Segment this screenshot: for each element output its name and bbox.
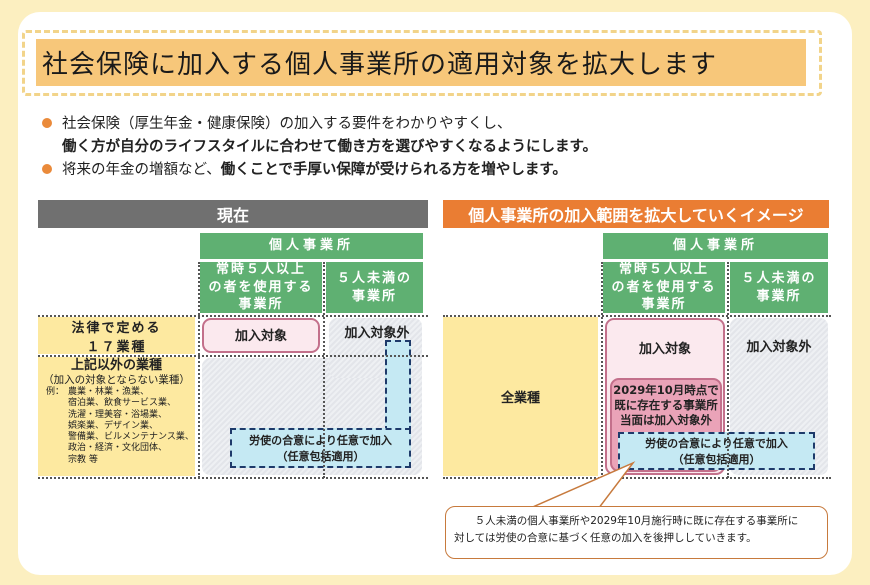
divider: [38, 315, 428, 317]
text: 事業所: [756, 288, 802, 304]
example: 政治・経済・文化団体、: [68, 443, 168, 454]
current-voluntary-box: 労使の合意により任意で加入 （任意包括適用）: [230, 428, 411, 468]
text: 労使の合意により任意で加入: [249, 434, 392, 447]
text: の者を使用する: [611, 279, 717, 295]
example: 農業・林業・漁業、: [68, 387, 150, 398]
text: 常時５人以上: [215, 262, 306, 278]
divider: [198, 262, 200, 478]
text: 2029年10月時点で: [613, 383, 719, 397]
bullet-2: 将来の年金の増額など、働くことで手厚い保障が受けられる方を増やします。: [62, 158, 567, 179]
future-row-all: 全業種: [443, 317, 598, 476]
current-header: 現在: [38, 200, 428, 228]
future-group-header: 個人事業所: [603, 233, 828, 259]
example-label: 例：: [46, 387, 65, 398]
current-row-17: 法律で定める １７業種: [38, 317, 195, 355]
text: 法律で定める: [71, 320, 162, 336]
title-frame: [22, 30, 822, 96]
text: 事業所: [351, 288, 397, 304]
examples: 例： 農業・林業・漁業、 宿泊業、飲食サービス業、 洗濯・理美容・浴場業、 娯楽…: [38, 387, 195, 466]
text: ５人未満の: [336, 270, 412, 286]
bullet-2-normal: 将来の年金の増額など、: [62, 162, 221, 178]
future-col-5plus: 常時５人以上の者を使用する事業所: [603, 262, 725, 313]
example: 宿泊業、飲食サービス業、: [68, 398, 177, 409]
text: 対しては労使の合意に基づく任意の加入を後押ししていきます。: [454, 531, 757, 544]
current-group-header: 個人事業所: [200, 233, 423, 259]
text: 事業所: [641, 297, 687, 313]
example: 警備業、ビルメンテナンス業、: [68, 432, 194, 443]
text: 労使の合意により任意で加入: [645, 437, 788, 450]
text: の者を使用する: [208, 279, 314, 295]
covered-label: 加入対象: [234, 329, 287, 344]
bullet-1-line2: 働く方が自分のライフスタイルに合わせて働き方を選びやすくなるようにします。: [62, 139, 598, 155]
divider: [601, 262, 603, 478]
callout-box: ５人未満の個人事業所や2029年10月施行時に既に存在する事業所に対しては労使の…: [445, 506, 828, 559]
divider: [38, 477, 428, 479]
example: 洗濯・理美容・浴場業、: [68, 409, 168, 420]
example: 娯楽業、デザイン業、: [68, 420, 159, 431]
future-header: 個人事業所の加入範囲を拡大していくイメージ: [443, 200, 829, 228]
divider: [727, 262, 729, 478]
text: 常時５人以上: [618, 262, 709, 278]
bullet-1-line1: 社会保険（厚生年金・健康保険）の加入する要件をわかりやすくし、: [62, 116, 512, 132]
future-not-covered-label: 加入対象外: [746, 340, 812, 355]
row-subtitle: （加入の対象とならない業種）: [43, 373, 190, 386]
bullet-icon: [42, 164, 52, 174]
example-list: 農業・林業・漁業、 宿泊業、飲食サービス業、 洗濯・理美容・浴場業、 娯楽業、デ…: [68, 387, 194, 466]
example: 宗教 等: [68, 454, 98, 465]
current-row-other: 上記以外の業種 （加入の対象とならない業種） 例： 農業・林業・漁業、 宿泊業、…: [38, 357, 195, 476]
future-col-under5: ５人未満の事業所: [730, 262, 828, 313]
future-voluntary-box: 労使の合意により任意で加入 （任意包括適用）: [618, 432, 815, 470]
current-voluntary-vertical: [385, 340, 411, 432]
bullet-2-bold: 働くことで手厚い保障が受けられる方を増やします。: [220, 162, 567, 178]
text: ５人未満の: [741, 270, 817, 286]
text: １７業種: [86, 339, 147, 355]
row-title: 上記以外の業種: [70, 358, 162, 373]
future-covered-label: 加入対象: [638, 342, 691, 357]
bullet-icon: [42, 118, 52, 128]
divider: [443, 315, 831, 317]
text: 既に存在する事業所: [614, 397, 718, 412]
current-col-under5: ５人未満の事業所: [326, 262, 423, 313]
divider: [323, 262, 325, 478]
divider: [443, 477, 831, 479]
text: （任意包括適用）: [672, 453, 761, 466]
text: （任意包括適用）: [276, 450, 365, 463]
current-covered-box: 加入対象: [202, 318, 320, 353]
text: 事業所: [238, 297, 284, 313]
current-col-5plus: 常時５人以上の者を使用する事業所: [200, 262, 322, 313]
text: ５人未満の個人事業所や2029年10月施行時に既に存在する事業所に: [474, 515, 799, 527]
text: 当面は加入対象外: [620, 412, 712, 427]
current-not-covered-label: 加入対象外: [344, 326, 410, 341]
page-title: 社会保険に加入する個人事業所の適用対象を拡大します: [36, 39, 806, 86]
divider: [38, 355, 428, 357]
